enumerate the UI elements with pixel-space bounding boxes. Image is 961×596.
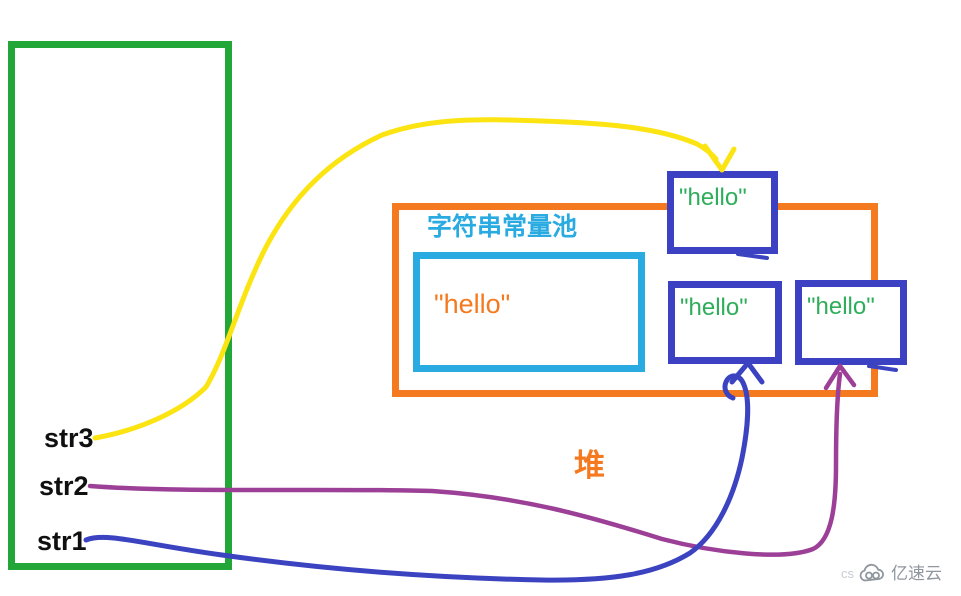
heap-object-1-value: "hello" <box>679 184 747 211</box>
heap-object-2: "hello" <box>668 281 782 364</box>
heap-label: 堆 <box>574 448 605 483</box>
variable-label-str1: str1 <box>37 526 87 556</box>
watermark: cs 亿速云 <box>841 563 942 584</box>
constant-pool-label: 字符串常量池 <box>427 213 578 241</box>
watermark-prefix: cs <box>841 566 854 581</box>
str3-arrowhead <box>702 143 737 173</box>
heap-object-2-value: "hello" <box>680 294 748 321</box>
variable-label-str3: str3 <box>44 423 94 453</box>
heap-object-3: "hello" <box>795 280 907 365</box>
variable-label-str2: str2 <box>39 471 89 501</box>
watermark-brand: 亿速云 <box>891 564 942 583</box>
yisu-cloud-logo-icon <box>859 563 884 582</box>
heap-object-1: "hello" <box>667 171 778 254</box>
constant-pool-value: "hello" <box>434 289 511 319</box>
heap-object-3-value: "hello" <box>807 293 875 320</box>
